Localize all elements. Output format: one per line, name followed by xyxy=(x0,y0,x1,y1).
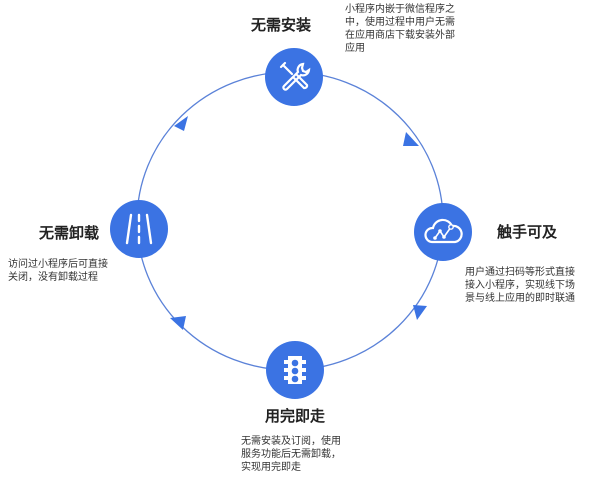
desc-line: 中，使用过程中用户无需 xyxy=(345,17,455,28)
road-icon xyxy=(125,213,153,245)
desc-line: 实现用完即走 xyxy=(241,462,301,473)
arrow-icon xyxy=(413,305,427,320)
reach-node xyxy=(414,203,472,261)
step-title: 触手可及 xyxy=(497,223,558,241)
step-description: 小程序内嵌于微信程序之 中，使用过程中用户无需 在应用商店下载安装外部 应用 xyxy=(345,3,455,55)
wrench-screwdriver-icon xyxy=(279,61,311,91)
desc-line: 应用 xyxy=(345,43,365,54)
traffic-light-icon xyxy=(284,356,306,384)
desc-line: 接入小程序，实现线下场 xyxy=(465,280,575,291)
desc-line: 在应用商店下载安装外部 xyxy=(345,30,455,41)
step-title: 无需卸载 xyxy=(39,224,100,242)
arrow-icon xyxy=(403,132,419,146)
desc-line: 用户通过扫码等形式直接 xyxy=(465,267,575,278)
desc-line: 景与线上应用的即时联通 xyxy=(465,293,575,304)
step-title: 无需安装 xyxy=(251,16,312,34)
arrow-icon xyxy=(174,116,188,131)
desc-line: 小程序内嵌于微信程序之 xyxy=(345,4,455,15)
install-node xyxy=(265,48,323,106)
step-description: 无需安装及订阅，使用 服务功能后无需卸载， 实现用完即走 xyxy=(241,435,341,474)
use-and-go-node xyxy=(266,341,324,399)
desc-line: 访问过小程序后可直接 xyxy=(8,259,108,270)
desc-line: 关闭，没有卸载过程 xyxy=(8,272,98,283)
desc-line: 服务功能后无需卸载， xyxy=(241,449,341,460)
step-description: 用户通过扫码等形式直接 接入小程序，实现线下场 景与线上应用的即时联通 xyxy=(465,266,575,305)
step-description: 访问过小程序后可直接 关闭，没有卸载过程 xyxy=(8,258,108,284)
arrow-icon xyxy=(170,316,186,330)
no-uninstall-node xyxy=(110,200,168,258)
desc-line: 无需安装及订阅，使用 xyxy=(241,436,341,447)
step-title: 用完即走 xyxy=(265,407,326,425)
cloud-chart-icon xyxy=(424,218,463,244)
